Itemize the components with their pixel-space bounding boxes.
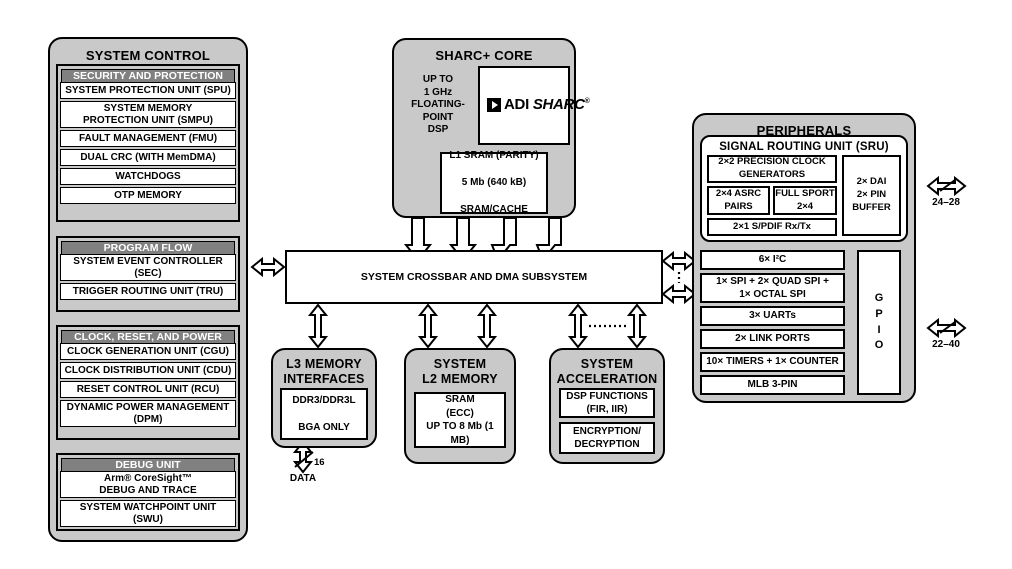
arrow-crossbar-l3 (307, 303, 329, 349)
peripheral-i2c-box[interactable]: 6× I²C (700, 250, 845, 270)
encryption-decryption-box[interactable]: ENCRYPTION/ DECRYPTION (559, 422, 655, 454)
cell-dual-crc[interactable]: DUAL CRC (WITH MemDMA) (60, 149, 236, 166)
arrow-crossbar-accel-2 (626, 303, 648, 349)
adi-logo-text: ADI SHARC® (504, 96, 590, 113)
asrc-pairs-box[interactable]: 2×4 ASRC PAIRS (707, 186, 770, 215)
arrow-dai-pins (926, 175, 967, 197)
peripheral-timers-box[interactable]: 10× TIMERS + 1× COUNTER (700, 352, 845, 372)
cell-clock-generation-unit[interactable]: CLOCK GENERATION UNIT (CGU) (60, 343, 236, 360)
l2-sram-box: SRAM (ECC) UP TO 8 Mb (1 MB) (414, 392, 506, 448)
ddr3-bus-width-label: 16 (314, 457, 325, 468)
gpio-pin-count-label: 22–40 (932, 339, 960, 350)
gpio-letter-o: O (874, 339, 884, 352)
adi-sharc-logo: ADI SHARC® (487, 96, 590, 113)
dai-pin-buffer-box[interactable]: 2× DAI 2× PIN BUFFER (842, 155, 901, 236)
arrow-crossbar-peripherals-bottom (661, 283, 697, 305)
cell-clock-distribution-unit[interactable]: CLOCK DISTRIBUTION UNIT (CDU) (60, 362, 236, 379)
peripheral-mlb-box[interactable]: MLB 3-PIN (700, 375, 845, 395)
arrow-crossbar-l2-1 (417, 303, 439, 349)
system-acceleration-title: SYSTEM ACCELERATION (556, 357, 658, 386)
l1-sram-box: L1 SRAM (PARITY) 5 Mb (640 kB) SRAM/CACH… (440, 150, 548, 215)
cell-system-watchpoint-unit[interactable]: SYSTEM WATCHPOINT UNIT (SWU) (60, 500, 236, 527)
peripheral-link-ports-box[interactable]: 2× LINK PORTS (700, 329, 845, 349)
ddr3-data-label: DATA (289, 473, 317, 484)
gpio-box[interactable]: G P I O (857, 250, 901, 395)
system-control-title: SYSTEM CONTROL (85, 48, 211, 63)
arrow-crossbar-l2-2 (476, 303, 498, 349)
cell-system-memory-protection-unit[interactable]: SYSTEM MEMORY PROTECTION UNIT (SMPU) (60, 101, 236, 128)
gpio-letter-i: I (877, 323, 881, 336)
cell-otp-memory[interactable]: OTP MEMORY (60, 187, 236, 204)
bus-slash-mark (294, 451, 314, 468)
system-crossbar-box: SYSTEM CROSSBAR AND DMA SUBSYSTEM (285, 250, 663, 304)
gpio-slash-mark (939, 321, 956, 334)
arrow-crossbar-peripherals-top (661, 250, 697, 272)
adi-triangle-icon (487, 97, 501, 112)
cell-reset-control-unit[interactable]: RESET CONTROL UNIT (RCU) (60, 381, 236, 398)
sru-title: SIGNAL ROUTING UNIT (SRU) (719, 141, 889, 153)
arrow-crossbar-accel-1 (567, 303, 589, 349)
peripherals-title: PERIPHERALS (756, 123, 852, 138)
l2-memory-title: SYSTEM L2 MEMORY (422, 357, 498, 386)
arrow-gpio-pins (926, 317, 967, 339)
l3-ddr3-box: DDR3/DDR3L BGA ONLY (280, 388, 368, 440)
cell-dynamic-power-management[interactable]: DYNAMIC POWER MANAGEMENT (DPM) (60, 400, 236, 427)
peripheral-spi-box[interactable]: 1× SPI + 2× QUAD SPI + 1× OCTAL SPI (700, 273, 845, 303)
sharc-core-title: SHARC+ CORE (435, 48, 533, 63)
cell-system-event-controller[interactable]: SYSTEM EVENT CONTROLLER (SEC) (60, 254, 236, 281)
precision-clock-generators-box[interactable]: 2×2 PRECISION CLOCK GENERATORS (707, 155, 837, 183)
dai-slash-mark (939, 179, 956, 192)
cell-system-protection-unit[interactable]: SYSTEM PROTECTION UNIT (SPU) (60, 82, 236, 99)
full-sport-box[interactable]: FULL SPORT 2×4 (773, 186, 837, 215)
gpio-letter-g: G (874, 291, 884, 304)
arrow-syscontrol-crossbar (250, 256, 286, 278)
cell-watchdogs[interactable]: WATCHDOGS (60, 168, 236, 185)
cell-fault-management[interactable]: FAULT MANAGEMENT (FMU) (60, 130, 236, 147)
dsp-functions-box[interactable]: DSP FUNCTIONS (FIR, IIR) (559, 388, 655, 418)
l3-memory-title: L3 MEMORY INTERFACES (283, 357, 365, 386)
dai-pin-count-label: 24–28 (932, 197, 960, 208)
cell-trigger-routing-unit[interactable]: TRIGGER ROUTING UNIT (TRU) (60, 283, 236, 300)
spdif-box[interactable]: 2×1 S/PDIF Rx/Tx (707, 218, 837, 236)
sharc-core-spec-text: UP TO 1 GHz FLOATING-POINT DSP (411, 74, 465, 135)
peripheral-uarts-box[interactable]: 3× UARTs (700, 306, 845, 326)
cell-coresight-debug-trace[interactable]: Arm® CoreSight™ DEBUG AND TRACE (60, 471, 236, 498)
gpio-letter-p: P (875, 307, 883, 320)
